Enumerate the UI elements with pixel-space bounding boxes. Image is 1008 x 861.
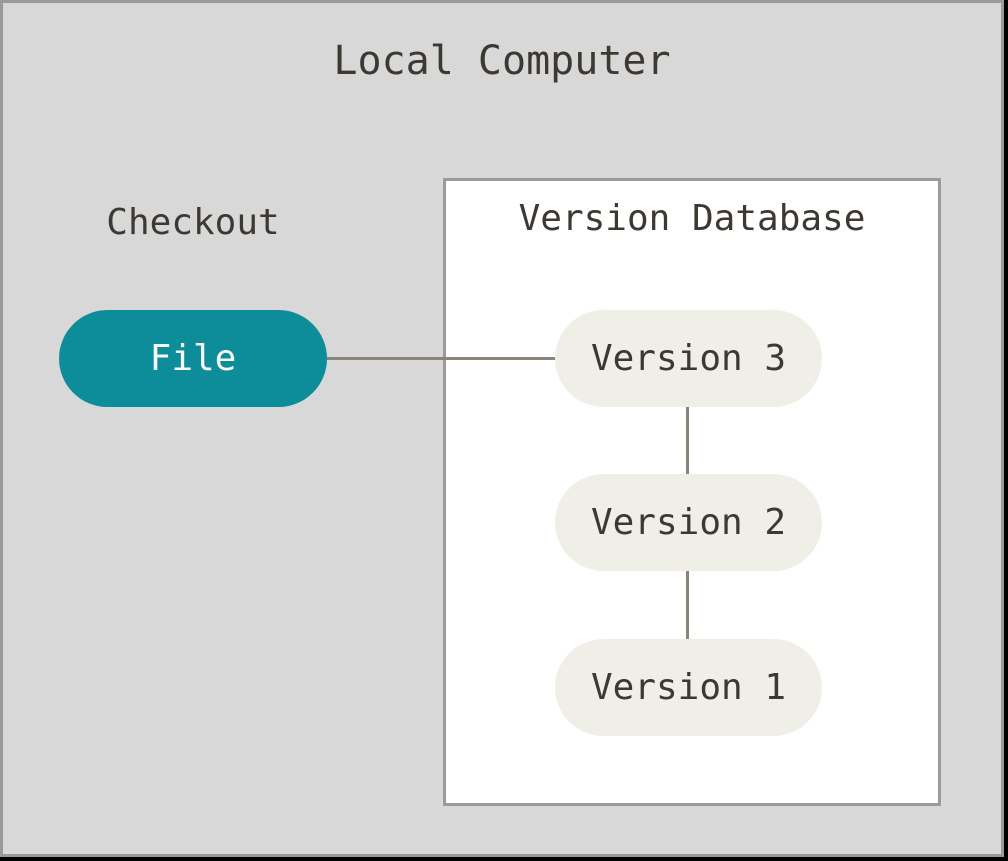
file-node: File <box>59 310 327 407</box>
diagram-title: Local Computer <box>333 38 671 84</box>
version-database-title: Version Database <box>518 198 866 239</box>
connector-file-to-version3 <box>327 357 557 360</box>
version2-node: Version 2 <box>555 474 822 571</box>
checkout-label: Checkout <box>106 202 280 243</box>
connector-version2-to-version1 <box>686 570 689 640</box>
connector-version3-to-version2 <box>686 406 689 476</box>
version3-node: Version 3 <box>555 310 822 407</box>
version1-node: Version 1 <box>555 639 822 736</box>
